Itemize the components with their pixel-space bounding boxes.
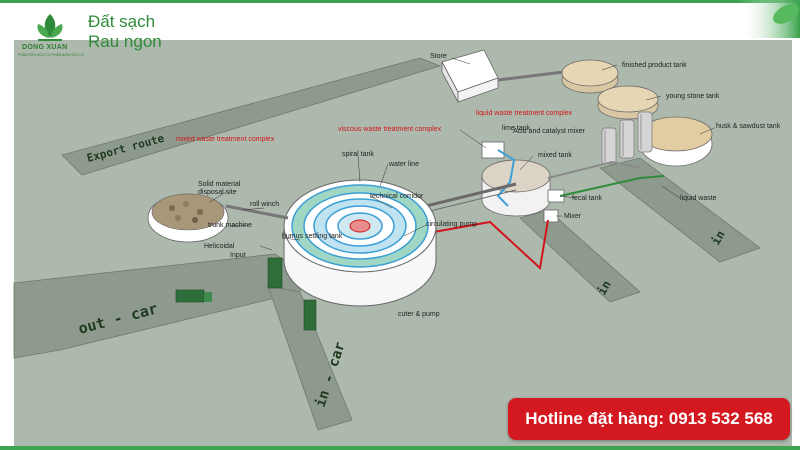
roads	[13, 57, 761, 431]
label-fecal-tank: fecal tank	[572, 195, 602, 202]
brand-name: DONG XUAN	[22, 44, 68, 51]
hotline-banner[interactable]: Hotline đặt hàng: 0913 532 568	[508, 398, 790, 440]
truck-out	[175, 289, 212, 303]
store-building	[441, 49, 499, 103]
label-viscous-waste-complex: viscous waste treatment complex	[338, 126, 442, 133]
mixer-box	[543, 209, 559, 223]
slogan-line-1: Đất sạch	[88, 12, 156, 31]
brand-subtitle: PHÂN BÓN HỮU CƠ PHÂN BÓN HỮU CƠ	[18, 53, 85, 57]
label-mixed-waste-complex: mixed waste treatment complex	[176, 136, 275, 143]
truck-in-2	[303, 299, 317, 331]
mixed-tank	[481, 159, 551, 217]
slogan-line-2: Rau ngon	[88, 32, 162, 51]
label-solid-disposal-line1: Solid material	[198, 181, 241, 188]
water-pipe	[496, 149, 516, 207]
label-young-stone-tank: young stone tank	[666, 93, 720, 100]
in-right-road	[599, 157, 761, 263]
label-finished-product-tank: finished product tank	[622, 62, 687, 69]
label-water-line: water line	[388, 161, 419, 168]
in-middle-road	[519, 209, 641, 303]
label-mixer: Mixer	[564, 213, 582, 220]
lime-tank	[481, 141, 505, 159]
circulating-pipe	[399, 219, 549, 270]
label-husk-sawdust-tank: husk & sawdust tank	[716, 123, 781, 130]
brand-block: DONG XUAN PHÂN BÓN HỮU CƠ PHÂN BÓN HỮU C…	[14, 6, 214, 62]
pipes	[399, 149, 665, 270]
label-spiral-tank: spiral tank	[342, 151, 374, 158]
label-mixed-tank: mixed tank	[538, 152, 572, 159]
disposal-conveyor	[225, 204, 289, 220]
husk-sawdust-tank	[639, 116, 713, 167]
label-input: Input	[230, 252, 246, 259]
label-liquid-waste-complex: liquid waste treatment complex	[476, 110, 573, 117]
brand-slogan: Đất sạch Rau ngon	[88, 12, 162, 52]
label-cuter-pump: cuter & pump	[398, 311, 440, 318]
in-car-road	[267, 285, 353, 431]
finished-product-tank	[561, 59, 619, 94]
in-middle-label: in	[594, 278, 613, 298]
hotline-text: Hotline đặt hàng: 0913 532 568	[525, 409, 773, 428]
grey-pipe	[547, 160, 641, 179]
spiral-tank	[283, 179, 437, 307]
green-pipe	[559, 175, 665, 197]
label-trunk-machine: trunk machine	[208, 222, 252, 229]
leader-lines	[209, 57, 715, 251]
brand-logo	[37, 14, 63, 41]
label-roll-winch: roll winch	[250, 201, 279, 208]
label-helicoidal: Helicoidal	[204, 243, 235, 250]
label-liquid-waste: liquid waste	[680, 195, 717, 202]
label-acid-catalyst-mixer: Acid and catalyst mixer	[513, 128, 586, 135]
label-humus-settling-tank: humus settling tank	[282, 233, 343, 240]
label-lime-tank: lime tank	[502, 125, 531, 132]
label-technical-corridor: technical corridor	[370, 193, 424, 200]
label-store: Store	[430, 53, 447, 60]
label-circulating-pump: circulating pump	[426, 221, 477, 228]
label-solid-disposal-line2: disposal site	[198, 189, 237, 196]
solid-disposal-site	[147, 193, 229, 243]
silos	[601, 111, 653, 165]
leaf-left-icon	[37, 24, 49, 38]
export-route-road	[61, 57, 442, 176]
truck-in-1	[267, 257, 283, 289]
leaf-right-icon	[51, 24, 63, 38]
in-right-label: in	[708, 228, 727, 248]
